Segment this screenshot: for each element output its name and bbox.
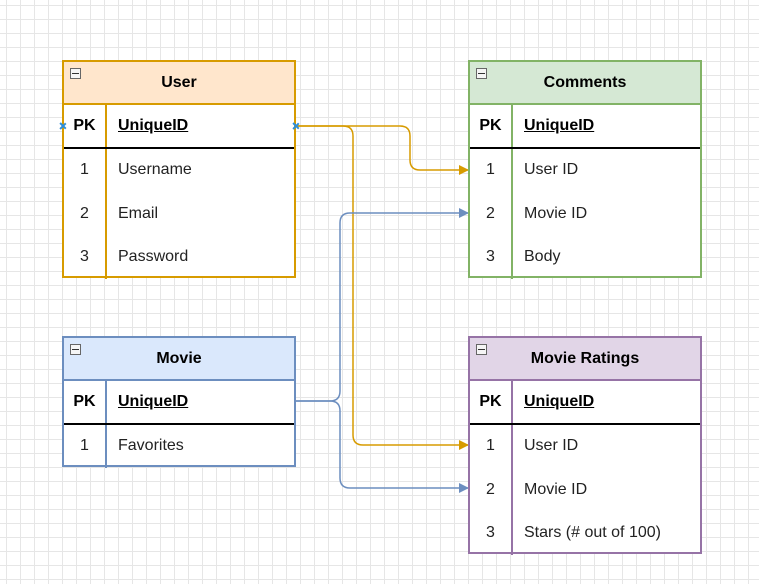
collapse-icon[interactable]	[70, 344, 81, 355]
user-table[interactable]: User PK UniqueID 1 Username 2 Email 3 Pa…	[62, 60, 296, 279]
row-key: 3	[64, 235, 107, 279]
collapse-icon[interactable]	[476, 344, 487, 355]
pk-field: UniqueID	[118, 116, 189, 134]
row-field: Stars (# out of 100)	[524, 524, 661, 542]
row-key: 2	[470, 468, 513, 512]
collapse-icon[interactable]	[70, 68, 81, 79]
row-key: 2	[470, 192, 513, 236]
pk-label: PK	[64, 381, 107, 423]
movie-ratings-row-3[interactable]: 3 Stars (# out of 100)	[470, 511, 700, 555]
row-field: User ID	[524, 161, 579, 179]
movie-ratings-table[interactable]: Movie Ratings PK UniqueID 1 User ID 2 Mo…	[468, 336, 702, 555]
row-field: Email	[118, 204, 159, 222]
comments-row-3[interactable]: 3 Body	[470, 235, 700, 279]
user-pk-row[interactable]: PK UniqueID	[64, 105, 294, 149]
movie-table[interactable]: Movie PK UniqueID 1 Favorites	[62, 336, 296, 468]
pk-label: PK	[64, 105, 107, 147]
row-field: Body	[524, 248, 561, 266]
row-field: Password	[118, 248, 189, 266]
row-key: 1	[470, 148, 513, 192]
pk-label: PK	[470, 105, 513, 147]
row-key: 3	[470, 511, 513, 555]
row-key: 2	[64, 192, 107, 236]
user-row-1[interactable]: 1 Username	[64, 148, 294, 192]
collapse-icon[interactable]	[476, 68, 487, 79]
comments-pk-row[interactable]: PK UniqueID	[470, 105, 700, 149]
movie-row-1[interactable]: 1 Favorites	[64, 424, 294, 468]
row-field: Favorites	[118, 437, 184, 455]
pk-label: PK	[470, 381, 513, 423]
user-table-header[interactable]: User	[64, 62, 294, 105]
row-key: 1	[64, 424, 107, 468]
movie-table-header[interactable]: Movie	[64, 338, 294, 381]
pk-field: UniqueID	[524, 392, 595, 410]
user-row-2[interactable]: 2 Email	[64, 192, 294, 236]
user-row-3[interactable]: 3 Password	[64, 235, 294, 279]
connection-point-icon[interactable]	[60, 123, 66, 129]
movie-ratings-pk-row[interactable]: PK UniqueID	[470, 381, 700, 425]
comments-row-2[interactable]: 2 Movie ID	[470, 192, 700, 236]
row-field: Movie ID	[524, 204, 588, 222]
edge-user-to-comments-userid[interactable]	[296, 125, 469, 175]
movie-pk-row[interactable]: PK UniqueID	[64, 381, 294, 425]
row-key: 3	[470, 235, 513, 279]
comments-table-header[interactable]: Comments	[470, 62, 700, 105]
comments-row-1[interactable]: 1 User ID	[470, 148, 700, 192]
row-key: 1	[64, 148, 107, 192]
movie-ratings-row-1[interactable]: 1 User ID	[470, 424, 700, 468]
row-field: Movie ID	[524, 480, 588, 498]
edge-movie-to-comments-movieid[interactable]	[296, 208, 469, 402]
edge-movie-to-ratings-movieid[interactable]	[296, 400, 469, 493]
edge-user-to-ratings-userid[interactable]	[296, 125, 469, 450]
connection-point-icon[interactable]	[293, 123, 299, 129]
row-key: 1	[470, 424, 513, 468]
user-table-title: User	[161, 73, 197, 91]
movie-ratings-row-2[interactable]: 2 Movie ID	[470, 468, 700, 512]
comments-table[interactable]: Comments PK UniqueID 1 User ID 2 Movie I…	[468, 60, 702, 279]
comments-table-title: Comments	[543, 73, 627, 91]
pk-field: UniqueID	[118, 392, 189, 410]
pk-field: UniqueID	[524, 116, 595, 134]
row-field: Username	[118, 161, 192, 179]
movie-table-title: Movie	[156, 349, 202, 367]
movie-ratings-table-title: Movie Ratings	[530, 349, 640, 367]
movie-ratings-table-header[interactable]: Movie Ratings	[470, 338, 700, 381]
row-field: User ID	[524, 437, 579, 455]
